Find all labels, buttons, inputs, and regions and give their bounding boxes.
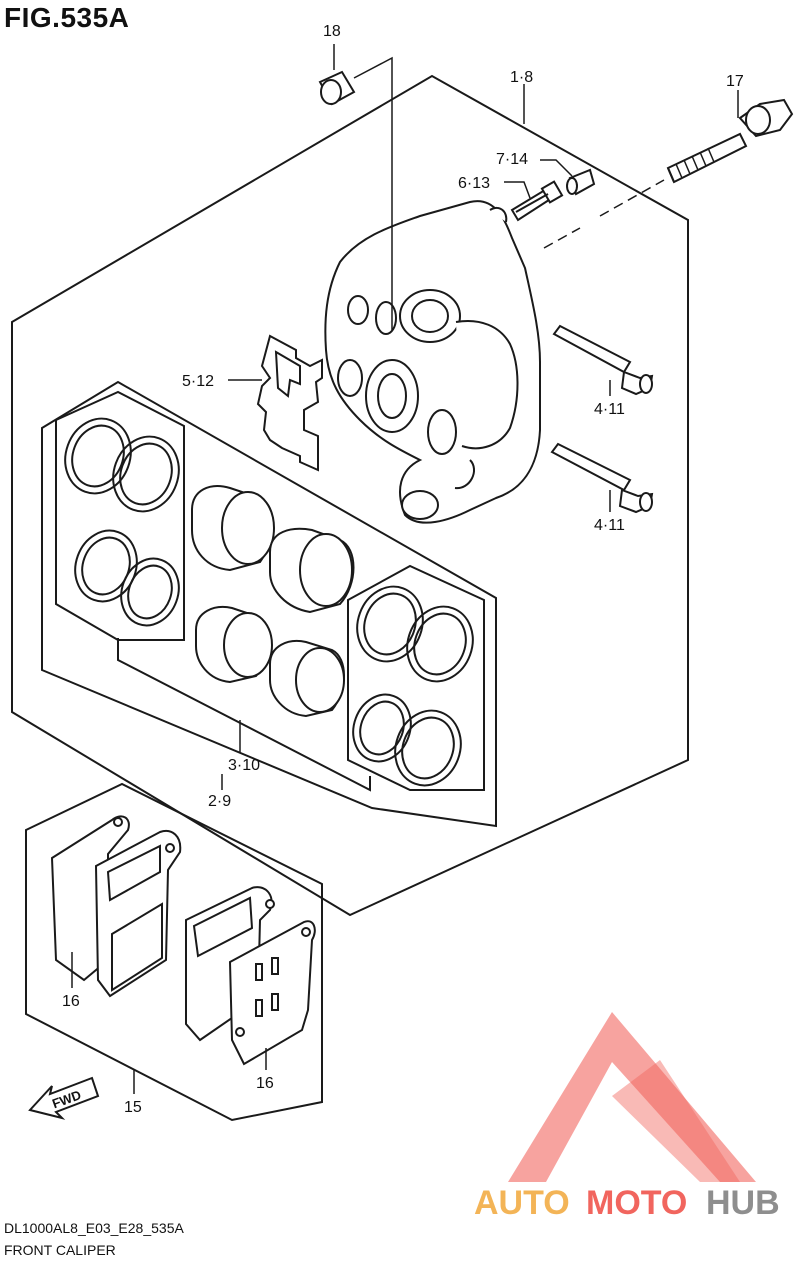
watermark-text-hub: HUB <box>706 1184 780 1222</box>
fwd-arrow-icon <box>28 1076 100 1120</box>
watermark-text-auto: AUTO <box>474 1184 570 1222</box>
caliper-body <box>324 200 541 524</box>
callout-5-12: 5·12 <box>182 373 214 390</box>
figure-title: FIG.535A <box>4 2 130 33</box>
group-outline-2-9 <box>41 380 497 828</box>
callout-15: 15 <box>124 1099 142 1116</box>
callout-labels: 18 1·8 17 7·14 6·13 5·12 4·11 4·11 3·10 … <box>62 23 744 1116</box>
callout-6-13: 6·13 <box>458 175 490 192</box>
watermark-logo: AUTO MOTO HUB <box>474 1012 780 1222</box>
slide-pin-upper <box>552 324 654 396</box>
bleeder-screw <box>510 180 564 222</box>
callout-7-14: 7·14 <box>496 151 528 168</box>
callout-4-11-lower: 4·11 <box>594 517 625 534</box>
seal-box-left <box>55 390 185 641</box>
bleeder-cap <box>566 168 596 196</box>
pistons <box>191 485 355 718</box>
watermark-text-moto: MOTO <box>586 1184 687 1222</box>
callout-3-10: 3·10 <box>228 757 260 774</box>
pad-set-outline-15 <box>25 782 323 1122</box>
brake-pad-right <box>185 886 316 1066</box>
callout-17: 17 <box>726 73 744 90</box>
brake-pad-left <box>50 815 182 998</box>
footer-name: FRONT CALIPER <box>4 1242 116 1258</box>
group-outline-3-10 <box>117 638 371 792</box>
callout-18: 18 <box>323 23 341 40</box>
slide-pin-lower <box>550 442 654 514</box>
seal-rings-right <box>352 585 474 787</box>
callout-1-8: 1·8 <box>510 69 533 86</box>
assembly-outline-1-8 <box>11 74 689 917</box>
leader-lines <box>71 44 739 1094</box>
callout-16-left: 16 <box>62 993 80 1010</box>
footer-code: DL1000AL8_E03_E28_535A <box>4 1220 184 1236</box>
seal-box-right <box>347 564 485 791</box>
mounting-bolt <box>666 98 794 184</box>
callout-16-right: 16 <box>256 1075 274 1092</box>
callout-4-11-upper: 4·11 <box>594 401 625 418</box>
callout-2-9: 2·9 <box>208 793 231 810</box>
sleeve-18 <box>318 70 356 106</box>
pad-spring <box>256 334 323 472</box>
seal-rings-left <box>64 417 180 627</box>
